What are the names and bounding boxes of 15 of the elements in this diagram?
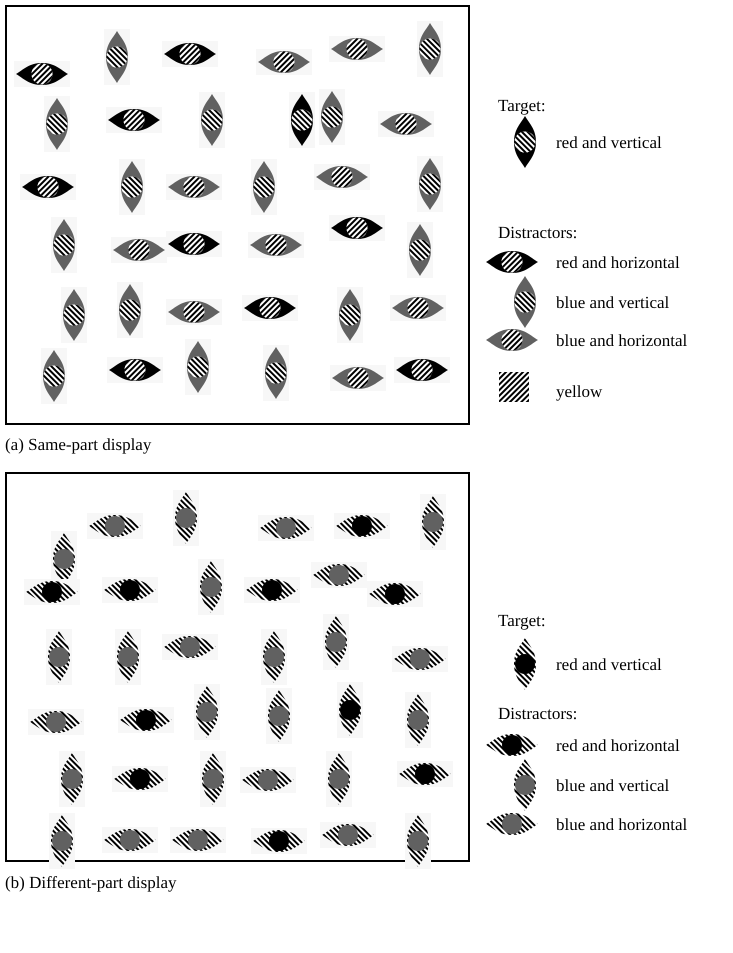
legend-heading: Target: — [498, 610, 546, 632]
panel-caption: (b) Different-part display — [5, 872, 177, 894]
legend-heading: Distractors: — [498, 703, 578, 725]
legend-label: blue and horizontal — [556, 814, 688, 836]
legend-label: blue and vertical — [556, 292, 670, 314]
legend-heading: Target: — [498, 95, 546, 117]
legend-label: red and horizontal — [556, 252, 680, 274]
panel-caption: (a) Same-part display — [5, 434, 152, 456]
legend-label: red and horizontal — [556, 735, 680, 757]
legend-label: yellow — [556, 381, 602, 403]
legend-label: red and vertical — [556, 654, 662, 676]
legend-label: blue and horizontal — [556, 330, 688, 352]
legend-label: blue and vertical — [556, 775, 670, 797]
legend-label: red and vertical — [556, 132, 662, 154]
legend-heading: Distractors: — [498, 222, 578, 244]
